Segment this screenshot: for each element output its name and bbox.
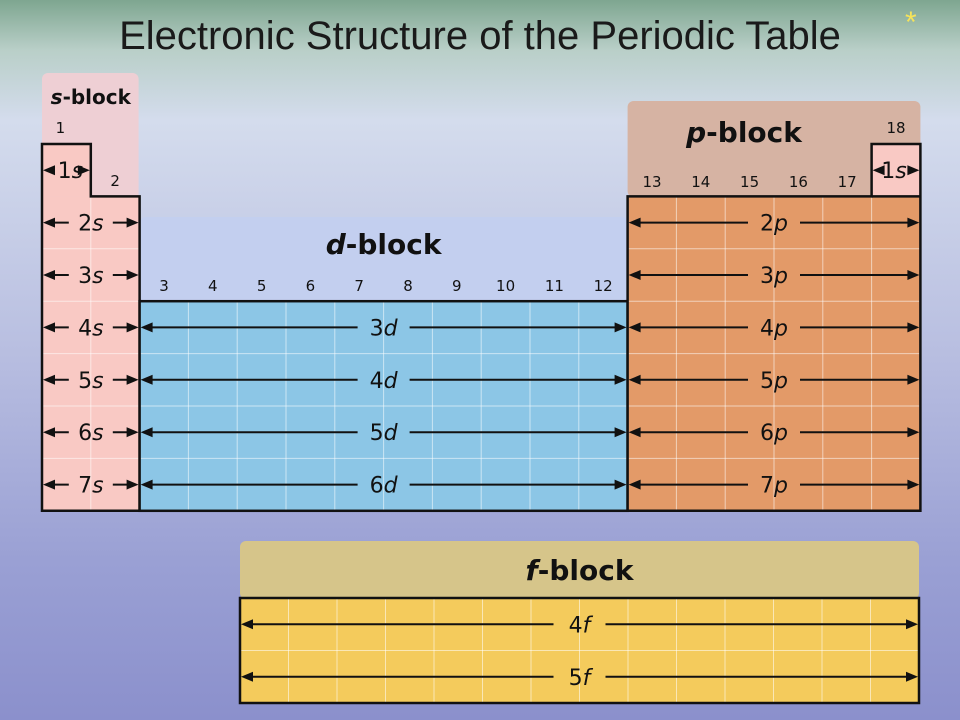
group-number: 3: [159, 277, 169, 295]
d-orbital-label: 5d: [370, 421, 399, 446]
d-block-grid: [139, 301, 628, 511]
d-orbital-arrow: [140, 479, 627, 490]
group-number: 6: [306, 277, 316, 295]
group-number: 8: [403, 277, 413, 295]
group-number: 7: [354, 277, 364, 295]
f-block-grid: [240, 598, 919, 703]
s-orbital-arrow: [43, 479, 139, 490]
d-orbital-label: 3d: [370, 316, 399, 341]
s-orbital-arrow: [43, 217, 139, 228]
group-number: 16: [789, 173, 808, 191]
p-orbital-label: 6p: [760, 421, 788, 446]
group-number: 18: [886, 119, 905, 137]
p-block-grid: [627, 196, 921, 511]
p-orbital-label: 2p: [760, 212, 788, 237]
d-block-label: d-block: [326, 228, 443, 261]
d-orbital-arrow: [140, 427, 627, 438]
p-orbital-arrow: [628, 270, 920, 280]
group-number: 5: [257, 277, 267, 295]
group-number: 12: [594, 277, 613, 295]
p-block-label: p-block: [685, 116, 803, 149]
p-block-header: [627, 101, 921, 197]
f-orbital-label: 5f: [569, 666, 594, 691]
group-number: 1: [56, 119, 66, 137]
d-orbital-arrow: [140, 374, 627, 385]
p-orbital-arrow: [628, 427, 920, 438]
d-orbital-label: 4d: [370, 369, 399, 394]
s-orbital-label: 1s: [58, 159, 83, 184]
d-block-header: [139, 217, 628, 301]
s-orbital-arrow: [43, 374, 139, 385]
f-orbital-label: 4f: [569, 613, 594, 638]
p-orbital-label: 5p: [760, 369, 788, 394]
p-orbital-label: 3p: [760, 264, 788, 289]
group-number: 9: [452, 277, 462, 295]
group-number: 11: [545, 277, 564, 295]
p-orbital-arrow: [628, 479, 920, 490]
helium-orbital-label: 1s: [881, 159, 906, 184]
d-orbital-arrow: [140, 322, 627, 333]
group-number: 17: [838, 173, 857, 191]
p-orbital-label: 7p: [760, 474, 788, 499]
d-orbital-label: 6d: [370, 474, 399, 499]
star-mark: *: [905, 6, 917, 39]
p-orbital-arrow: [628, 322, 920, 333]
f-orbital-arrow: [241, 671, 918, 682]
s-block-outline: [40, 142, 141, 513]
p-orbital-label: 4p: [760, 316, 788, 341]
s-orbital-arrow: [43, 270, 139, 280]
s-orbital-arrow: [43, 322, 139, 333]
s-block-grid: [42, 196, 140, 511]
f-orbital-arrow: [241, 619, 918, 630]
group-number: 13: [642, 173, 661, 191]
f-block-header: [240, 541, 919, 599]
s-orbital-label: 2s: [78, 212, 103, 237]
f-block-label: f-block: [526, 554, 635, 587]
s-orbital-label: 7s: [78, 474, 103, 499]
page-title: Electronic Structure of the Periodic Tab…: [119, 14, 841, 58]
s-orbital-arrow: [43, 427, 139, 438]
s-orbital-label: 5s: [78, 369, 103, 394]
group-number: 2: [110, 172, 120, 190]
group-number: 15: [740, 173, 759, 191]
group-number: 10: [496, 277, 515, 295]
group-number: 14: [691, 173, 710, 191]
s-orbital-label: 6s: [78, 421, 103, 446]
s-orbital-label: 3s: [78, 264, 103, 289]
s-block-label: s-block: [51, 85, 132, 109]
s-orbital-label: 4s: [78, 316, 103, 341]
f-block-outline: [238, 596, 921, 705]
s-orbital-arrow: [43, 165, 90, 176]
helium-orbital-arrow: [872, 165, 920, 176]
p-orbital-arrow: [628, 217, 920, 228]
group-number: 4: [208, 277, 218, 295]
p-orbital-arrow: [628, 374, 920, 385]
